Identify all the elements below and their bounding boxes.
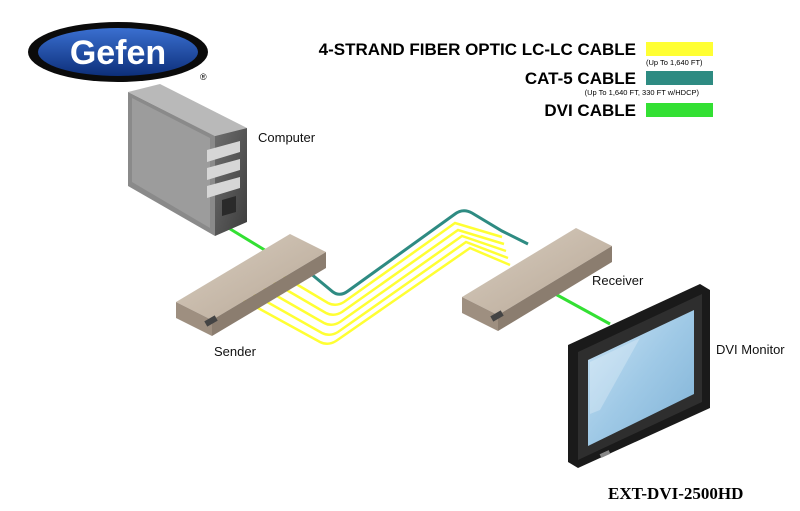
sender-label: Sender — [214, 344, 257, 359]
gefen-logo: Gefen ® — [28, 22, 208, 82]
legend: 4-STRAND FIBER OPTIC LC-LC CABLE (Up To … — [319, 40, 713, 120]
brand-name: Gefen — [70, 34, 166, 72]
legend-cat5-swatch — [646, 71, 713, 85]
legend-fiber-note: (Up To 1,640 FT) — [646, 58, 703, 67]
computer-label: Computer — [258, 130, 316, 145]
model-name: EXT-DVI-2500HD — [608, 484, 743, 503]
computer-tower — [128, 84, 247, 236]
cat5-cable — [309, 209, 529, 296]
fiber-cable — [235, 221, 511, 345]
receiver-label: Receiver — [592, 273, 644, 288]
sender-unit — [176, 234, 326, 336]
legend-fiber-swatch — [646, 42, 713, 56]
dvi-cable-receiver-monitor — [547, 288, 611, 326]
legend-fiber-label: 4-STRAND FIBER OPTIC LC-LC CABLE — [319, 40, 636, 59]
monitor-label: DVI Monitor — [716, 342, 785, 357]
legend-dvi-label: DVI CABLE — [544, 101, 636, 120]
legend-cat5-label: CAT-5 CABLE — [525, 69, 636, 88]
receiver-unit — [462, 228, 612, 331]
registered-mark: ® — [200, 72, 207, 82]
dvi-monitor — [568, 284, 710, 468]
legend-dvi-swatch — [646, 103, 713, 117]
legend-cat5-note: (Up To 1,640 FT, 330 FT w/HDCP) — [585, 88, 700, 97]
cables — [221, 209, 611, 345]
